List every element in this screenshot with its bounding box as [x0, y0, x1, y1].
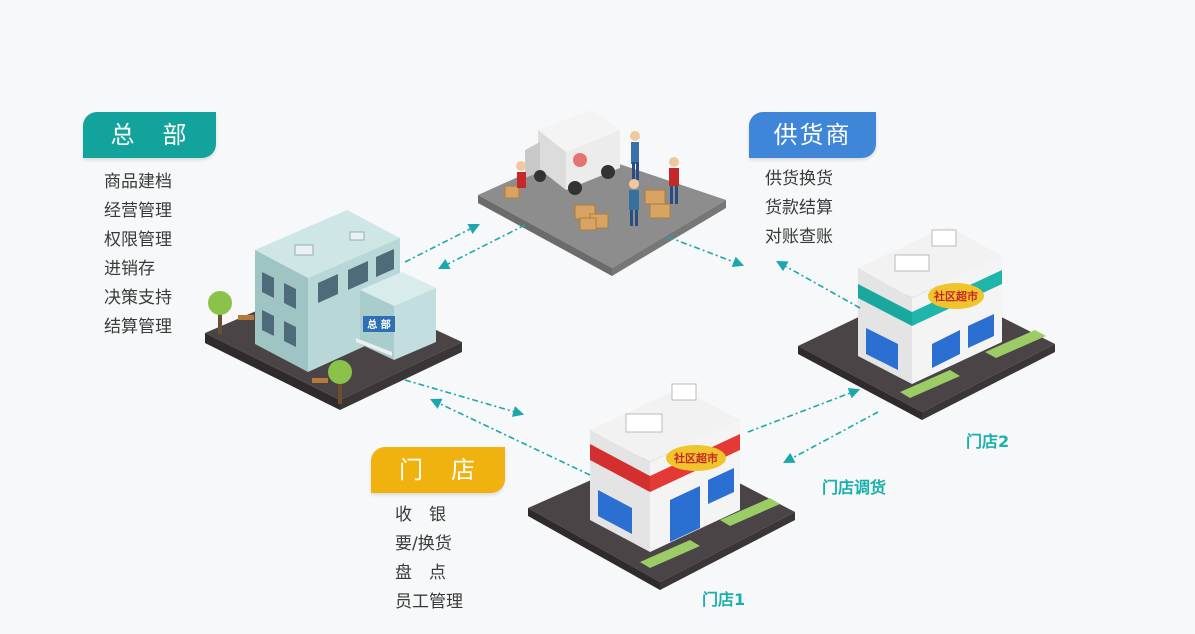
list-item: 决策支持 [104, 288, 172, 308]
hq-building-sign: 总 部 [367, 318, 390, 331]
arrow-supplier-to-store2 [667, 236, 745, 268]
list-item: 商品建档 [104, 172, 172, 192]
store2-sign: 社区超市 [933, 289, 978, 303]
hq-sign-icon [363, 316, 395, 332]
list-item: 收 银 [395, 505, 446, 525]
hq-function-list: 商品建档 经营管理 权限管理 进销存 决策支持 结算管理 [104, 168, 172, 342]
hq-title-tag: 总 部 [83, 112, 216, 158]
list-item: 货款结算 [765, 198, 833, 218]
flow-arrows [404, 223, 879, 476]
list-item: 对账查账 [765, 227, 833, 247]
supplier-warehouse-icon [478, 110, 726, 276]
supplier-title: 供货商 [773, 121, 852, 149]
arrow-hq-to-store1 [404, 379, 525, 417]
store2-label: 门店2 [966, 432, 1010, 451]
list-item: 进销存 [104, 259, 155, 279]
worker-icon [629, 179, 639, 226]
tree-icon [208, 291, 232, 334]
arrow-store2-to-supplier [776, 260, 861, 309]
list-item: 盘 点 [395, 563, 446, 583]
tree-icon [328, 360, 352, 404]
store1-building-icon: 社区超市 [528, 383, 795, 590]
arrow-store1-to-store2 [747, 387, 861, 433]
list-item: 经营管理 [104, 201, 172, 221]
store-title-tag: 门 店 [371, 447, 505, 493]
worker-icon [516, 161, 526, 188]
arrow-supplier-to-hq [438, 224, 526, 270]
worker-icon [669, 157, 679, 204]
list-item: 员工管理 [395, 592, 463, 612]
list-item: 供货换货 [765, 169, 833, 189]
worker-icon [630, 131, 640, 180]
store-title: 门 店 [399, 456, 477, 484]
arrow-store2-to-store1 [783, 411, 879, 464]
store1-label: 门店1 [702, 590, 746, 609]
list-item: 要/换货 [395, 534, 452, 554]
arrow-hq-to-supplier [404, 223, 480, 263]
store-transfer-label: 门店调货 [822, 478, 887, 497]
list-item: 结算管理 [104, 317, 172, 337]
supplier-title-tag: 供货商 [749, 112, 876, 158]
hq-title: 总 部 [110, 121, 189, 149]
arrow-store1-to-hq [429, 398, 591, 476]
store2-building-icon: 社区超市 [798, 226, 1055, 420]
store1-sign: 社区超市 [673, 451, 718, 465]
list-item: 权限管理 [104, 230, 172, 250]
store-function-list: 收 银 要/换货 盘 点 员工管理 [395, 501, 463, 617]
supplier-function-list: 供货换货 货款结算 对账查账 [765, 165, 833, 252]
headquarters-building-icon: 总 部 [205, 210, 462, 410]
